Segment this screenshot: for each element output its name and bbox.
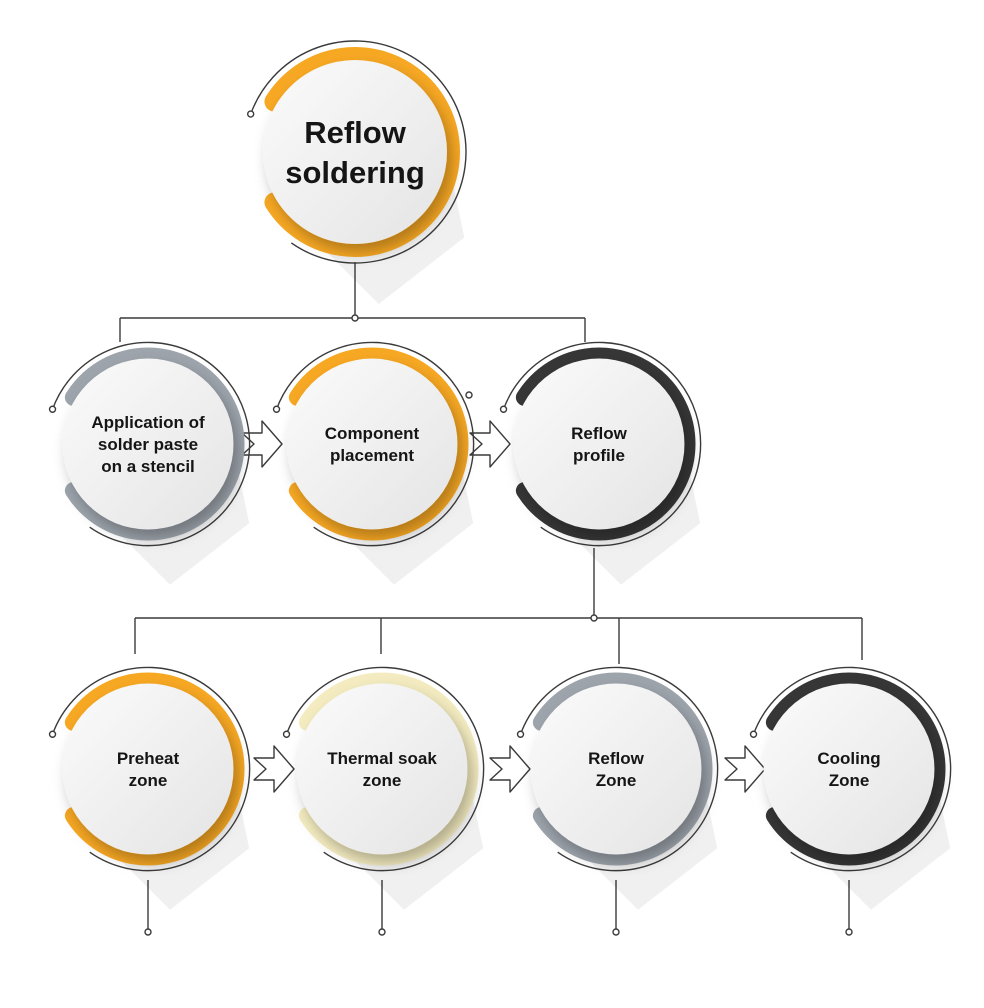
arrow-4	[489, 745, 531, 793]
arrow-5	[724, 745, 766, 793]
connectors	[119, 262, 863, 936]
level2-2-outline-dot	[282, 730, 291, 738]
level2-4-disc	[763, 683, 935, 855]
level1-1-node: Application of solder paste on a stencil	[48, 341, 251, 585]
root-color-ring	[264, 47, 460, 257]
level2-3-label-line: Zone	[596, 771, 637, 790]
level1-1-label-line: on a stencil	[101, 457, 195, 476]
level1-3-label-line: Reflow	[571, 424, 628, 443]
level1-3-disc	[513, 358, 685, 530]
level2-1-node: Preheat zone	[48, 666, 251, 910]
level1-1-outline-dot	[48, 405, 57, 413]
level1-1-outline-arc	[51, 341, 251, 547]
level2-4-label-line: Cooling	[817, 749, 880, 768]
level2-1-outline-dot	[48, 730, 57, 738]
level2-junction-dot	[590, 614, 598, 622]
level2-4-outline-arc	[752, 666, 952, 872]
level1-3-label-line: profile	[573, 446, 625, 465]
level1-2-label: Component placement	[325, 424, 420, 465]
level1-2-color-ring	[288, 347, 469, 541]
decor-dot	[465, 391, 473, 399]
level1-2-label-line: Component	[325, 424, 420, 443]
tail-dot-3	[612, 928, 620, 936]
tail-dot-4	[845, 928, 853, 936]
level2-3-label-line: Reflow	[588, 749, 645, 768]
level1-1-label: Application of solder paste on a stencil	[91, 413, 205, 476]
level2-3-color-ring	[532, 672, 713, 866]
level2-2-label-line: Thermal soak	[327, 749, 437, 768]
level1-3-outline-dot	[499, 405, 508, 413]
level1-3-label: Reflow profile	[571, 424, 628, 465]
level2-1-color-ring	[64, 672, 245, 866]
root-label-line: soldering	[285, 155, 425, 190]
arrow-3	[253, 745, 295, 793]
level2-3-outline-arc	[519, 666, 719, 872]
level1-2-outline-dot	[272, 405, 281, 413]
level2-1-label-line: Preheat	[117, 749, 180, 768]
level2-1-outline-arc	[51, 666, 251, 872]
level2-4-label-line: Zone	[829, 771, 870, 790]
root-node: Reflow soldering	[246, 40, 467, 304]
root-outline-arc	[250, 40, 467, 264]
level2-1-label: Preheat zone	[117, 749, 180, 790]
level2-2-disc	[296, 683, 468, 855]
root-label-line: Reflow	[304, 115, 407, 150]
level1-3-outline-arc	[502, 341, 702, 547]
level1-1-label-line: solder paste	[98, 435, 198, 454]
root-junction-dot	[351, 314, 359, 322]
level2-4-outline-dot	[749, 730, 758, 738]
level2-2-node: Thermal soak zone	[282, 666, 485, 910]
level1-2-outline-arc	[275, 341, 475, 547]
level1-2-label-line: placement	[330, 446, 414, 465]
level2-1-label-line: zone	[129, 771, 168, 790]
level2-3-disc	[530, 683, 702, 855]
level1-1-color-ring	[64, 347, 245, 541]
level2-2-label: Thermal soak zone	[327, 749, 437, 790]
level1-3-node: Reflow profile	[499, 341, 702, 585]
arrow-2	[469, 420, 511, 468]
level2-4-color-ring	[765, 672, 946, 866]
level2-2-color-ring	[298, 672, 479, 866]
level2-1-disc	[62, 683, 234, 855]
tail-dot-1	[144, 928, 152, 936]
level2-2-outline-arc	[285, 666, 485, 872]
root-outline-dot	[246, 110, 255, 118]
level1-2-disc	[286, 358, 458, 530]
level1-1-label-line: Application of	[91, 413, 205, 432]
level2-2-label-line: zone	[363, 771, 402, 790]
level1-1-disc	[62, 358, 234, 530]
level1-2-node: Component placement	[272, 341, 475, 585]
level1-3-color-ring	[515, 347, 696, 541]
root-label: Reflow soldering	[285, 115, 425, 190]
flow-arrows	[241, 420, 766, 793]
root-disc	[263, 60, 447, 244]
tail-dot-2	[378, 928, 386, 936]
level2-3-outline-dot	[516, 730, 525, 738]
